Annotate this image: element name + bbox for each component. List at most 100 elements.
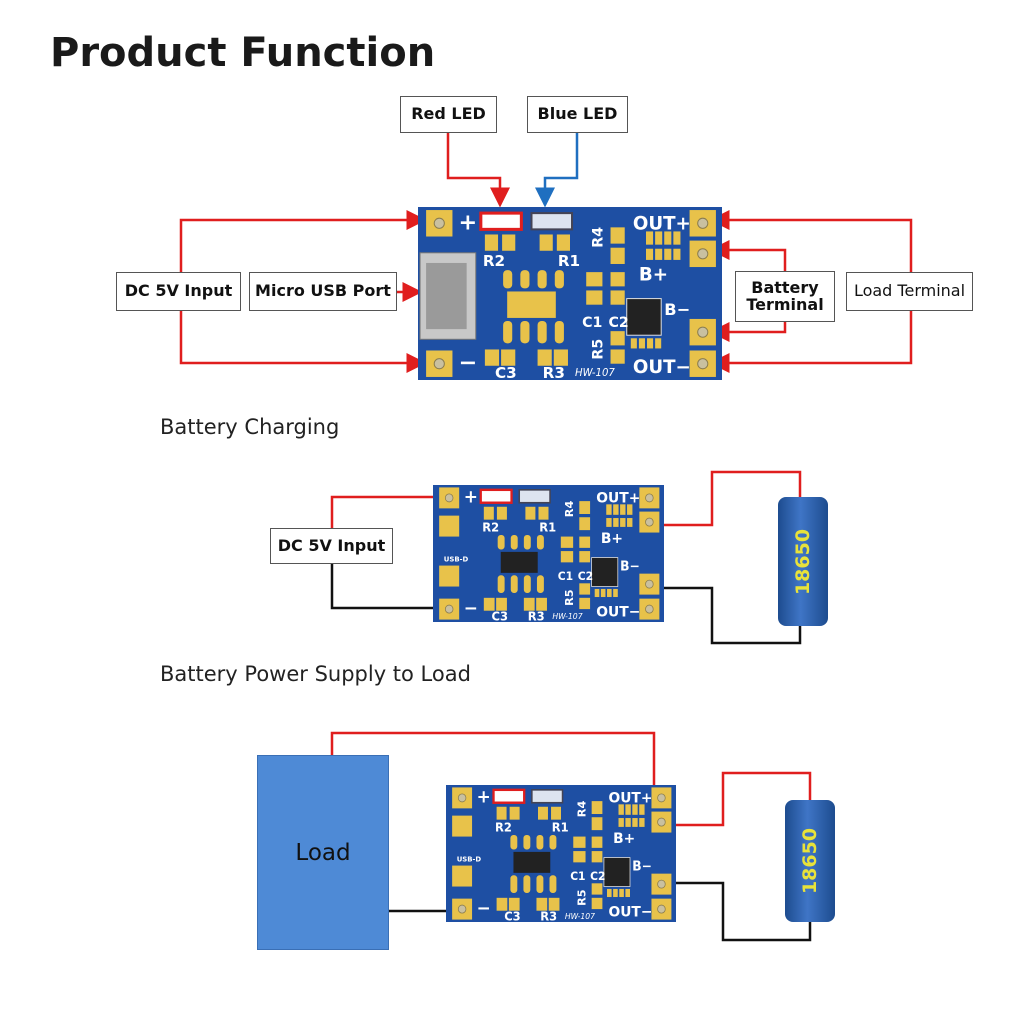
terminal-minus xyxy=(426,350,453,377)
blue-led-wire xyxy=(535,133,579,208)
silk-r2: R2 xyxy=(483,252,505,270)
protection-ic xyxy=(591,557,619,587)
page-title: Product Function xyxy=(50,30,436,76)
silk-r2: R2 xyxy=(482,520,499,534)
silk-c1: C1 xyxy=(582,315,602,331)
charger-ic xyxy=(513,851,551,873)
terminal-out-plus xyxy=(651,787,672,809)
silk-out-plus: OUT+ xyxy=(633,213,691,234)
silk-model: HW-107 xyxy=(552,612,582,621)
charger-ic xyxy=(507,291,556,318)
terminal-b-plus xyxy=(639,511,660,533)
silk-c1: C1 xyxy=(570,870,585,883)
terminal-plus xyxy=(426,210,453,237)
terminal-plus xyxy=(439,487,460,509)
silk-minus: − xyxy=(459,350,478,376)
silk-r5: R5 xyxy=(590,339,606,360)
silk-c3: C3 xyxy=(504,909,520,922)
silk-model: HW-107 xyxy=(565,912,595,921)
battery-18650-supply: 18650 xyxy=(785,800,835,922)
dc-input-wire-plus xyxy=(179,210,427,272)
blue-led xyxy=(518,489,551,504)
blue-led-label: Blue LED xyxy=(527,96,628,133)
silk-usb: USB-D xyxy=(457,854,482,863)
micro-usb-label: Micro USB Port xyxy=(249,272,397,311)
silk-c2: C2 xyxy=(590,870,605,883)
silk-plus: + xyxy=(459,209,478,235)
silk-b-plus: B+ xyxy=(613,831,635,847)
battery-label: 18650 xyxy=(792,528,815,595)
silk-r4: R4 xyxy=(563,500,576,517)
red-led xyxy=(492,788,526,804)
silk-out-minus: OUT− xyxy=(596,604,640,620)
silk-r4: R4 xyxy=(576,800,589,817)
dc-input-label: DC 5V Input xyxy=(116,272,241,311)
section-power-supply: Battery Power Supply to Load xyxy=(160,662,471,686)
silk-out-plus: OUT+ xyxy=(609,790,653,806)
silk-r3: R3 xyxy=(540,909,557,922)
terminal-minus xyxy=(439,598,460,620)
terminal-b-minus xyxy=(639,573,660,595)
silk-r1: R1 xyxy=(552,820,569,834)
charge-input-plus xyxy=(330,495,448,528)
supply-battery-minus xyxy=(660,881,812,942)
red-led-wire xyxy=(446,133,510,208)
silk-r5: R5 xyxy=(576,889,589,906)
silk-r5: R5 xyxy=(563,589,576,606)
section-battery-charging: Battery Charging xyxy=(160,415,340,439)
terminal-out-minus xyxy=(689,350,716,377)
terminal-plus xyxy=(452,787,473,809)
red-led xyxy=(479,488,513,504)
charging-dc-input-label: DC 5V Input xyxy=(270,528,393,564)
dc-input-wire-minus xyxy=(179,311,427,373)
silk-c3: C3 xyxy=(492,609,509,622)
silk-r3: R3 xyxy=(528,609,545,622)
load-terminal-wire-plus xyxy=(709,210,913,272)
protection-ic xyxy=(626,298,662,336)
silk-b-minus: B− xyxy=(664,300,690,319)
silk-b-plus: B+ xyxy=(639,264,668,285)
silk-minus: − xyxy=(464,599,478,619)
load-terminal-label: Load Terminal xyxy=(846,272,973,311)
charger-ic xyxy=(500,551,538,573)
silk-out-plus: OUT+ xyxy=(596,490,640,506)
supply-battery-plus xyxy=(660,771,812,827)
silk-minus: − xyxy=(477,899,491,919)
charge-input-minus xyxy=(330,564,448,610)
silk-model: HW-107 xyxy=(575,368,615,379)
charge-battery-plus xyxy=(650,470,802,527)
silk-out-minus: OUT− xyxy=(633,357,691,378)
battery-18650-charging: 18650 xyxy=(778,497,828,626)
silk-c2: C2 xyxy=(609,315,629,331)
battery-label: 18650 xyxy=(799,827,822,895)
charge-battery-minus xyxy=(650,586,802,645)
terminal-b-minus xyxy=(689,318,716,346)
silk-b-minus: B− xyxy=(632,858,652,873)
terminal-minus xyxy=(452,898,473,920)
silk-out-minus: OUT− xyxy=(609,904,653,920)
terminal-b-plus xyxy=(689,240,716,268)
silk-r4: R4 xyxy=(590,227,606,248)
terminal-b-minus xyxy=(651,873,672,895)
silk-b-minus: B− xyxy=(620,558,640,573)
terminal-out-plus xyxy=(639,487,660,509)
terminal-out-plus xyxy=(689,210,716,237)
battery-terminal-wire-plus xyxy=(709,240,787,271)
silk-plus: + xyxy=(477,787,491,807)
silk-r3: R3 xyxy=(543,364,565,380)
battery-terminal-wire-minus xyxy=(709,322,787,342)
red-led-label: Red LED xyxy=(400,96,497,133)
terminal-out-minus xyxy=(639,598,660,620)
terminal-b-plus xyxy=(651,811,672,833)
blue-led xyxy=(530,212,574,231)
battery-terminal-label: Battery Terminal xyxy=(735,271,835,322)
silk-c3: C3 xyxy=(495,364,517,380)
load-plus xyxy=(330,731,656,797)
terminal-out-minus xyxy=(651,898,672,920)
silk-c2: C2 xyxy=(578,570,593,583)
silk-plus: + xyxy=(464,487,478,507)
silk-c1: C1 xyxy=(558,570,573,583)
